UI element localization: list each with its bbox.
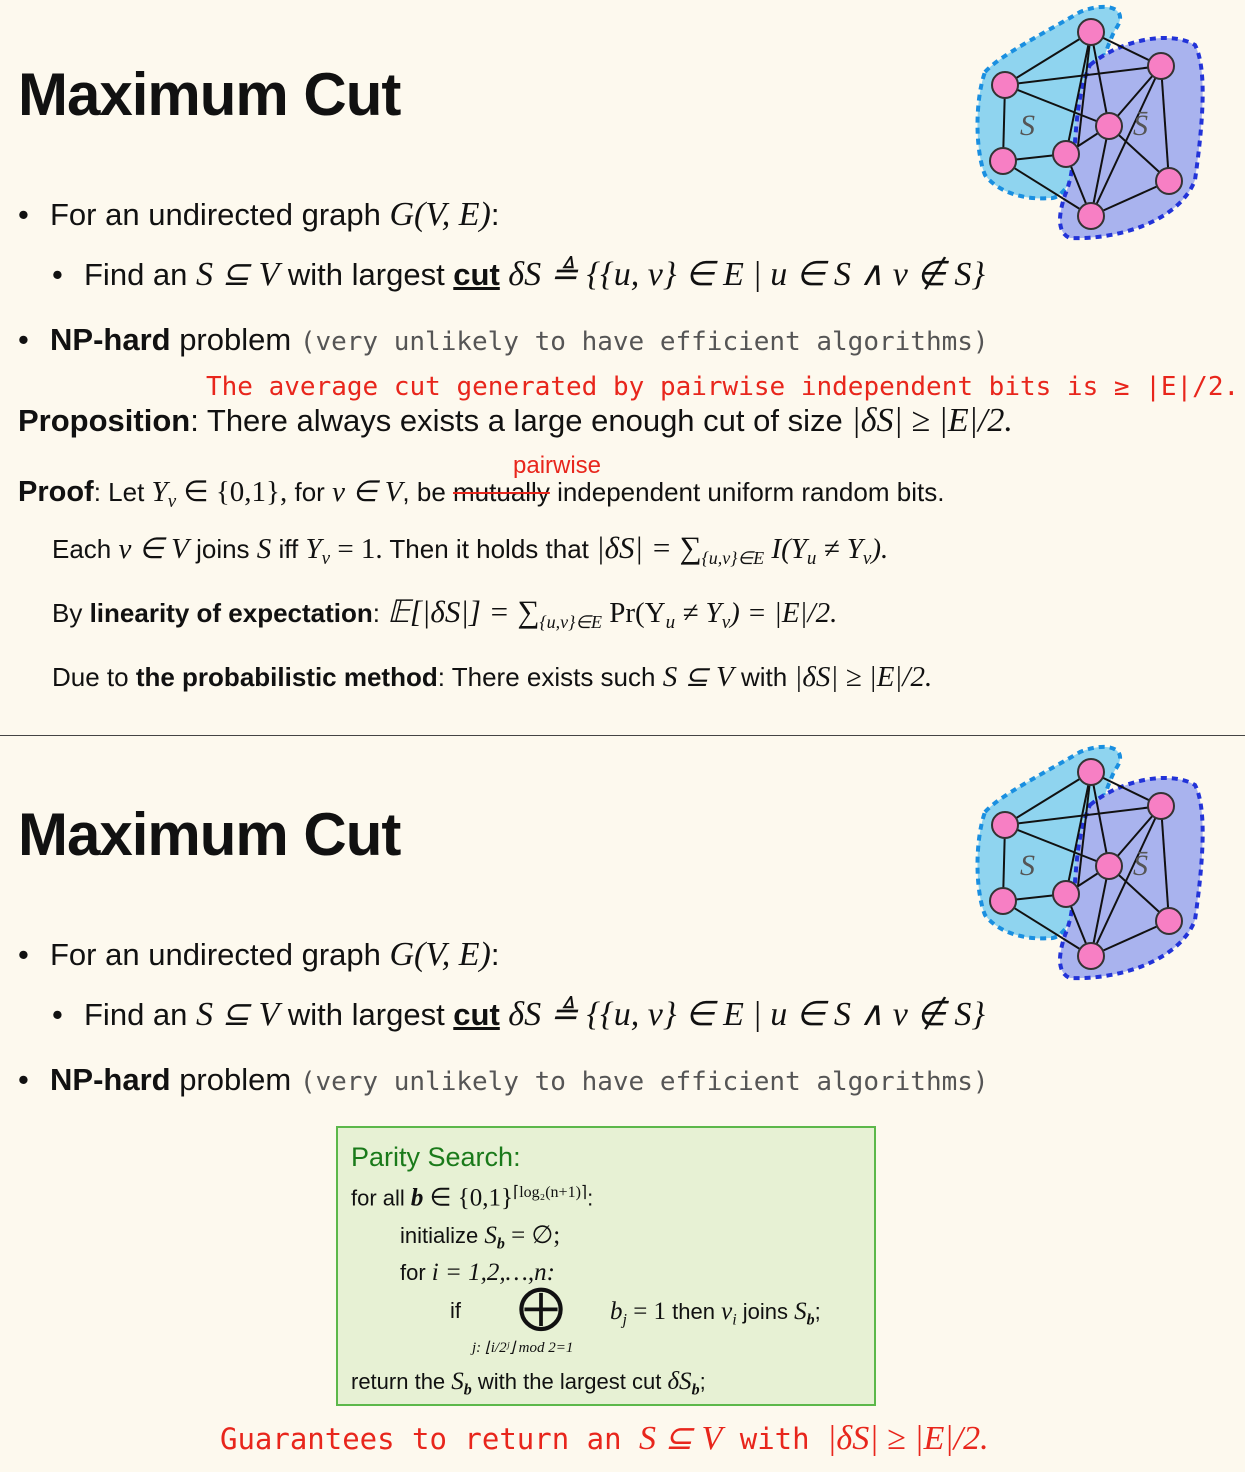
graph-node <box>1147 52 1175 80</box>
graph-illustration-1: S S̄ <box>975 4 1205 241</box>
slide2-title: Maximum Cut <box>18 801 401 868</box>
oplus-subscript: j: ⌊i/2ʲ⌋ mod 2=1 <box>472 1340 574 1356</box>
graph-label-s: S <box>1020 109 1035 142</box>
graph-node <box>1155 167 1183 195</box>
slide1-bullet-3: •NP-hard problem (very unlikely to have … <box>18 322 989 357</box>
graph-node <box>1077 18 1105 46</box>
graph-node <box>1077 758 1105 786</box>
slide1-title: Maximum Cut <box>18 61 401 128</box>
slide2-bullet-2: •Find an S ⊆ V with largest cut δS ≜ {{u… <box>52 996 986 1033</box>
graph-node <box>1095 852 1123 880</box>
proof-line-1: Proof: Let Yv ∈ {0,1}, for v ∈ V, be mut… <box>18 476 945 513</box>
slide2-bullet-3: •NP-hard problem (very unlikely to have … <box>18 1062 989 1097</box>
oplus-symbol: ⨁ <box>518 1281 564 1332</box>
algo-line-3: for i = 1,2,…,n: <box>400 1259 555 1286</box>
proof-line-3: By linearity of expectation: 𝔼[|δS|] = ∑… <box>52 594 838 634</box>
graph-node <box>1147 792 1175 820</box>
graph-node <box>991 811 1019 839</box>
guarantee-line: Guarantees to return an S ⊆ V with |δS| … <box>220 1420 989 1457</box>
graph-node <box>1052 140 1080 168</box>
graph-node <box>1155 907 1183 935</box>
algo-line-1: for all b ∈ {0,1}⌈log₂(n+1)⌉: <box>351 1184 594 1212</box>
red-annotation: The average cut generated by pairwise in… <box>206 372 1240 402</box>
algo-line-5: return the Sb with the largest cut δSb; <box>351 1368 706 1399</box>
graph-node <box>1077 942 1105 970</box>
slide2-bullet-1: •For an undirected graph G(V, E): <box>18 936 500 973</box>
proposition: Proposition: There always exists a large… <box>18 402 1013 439</box>
graph-label-s: S <box>1020 849 1035 882</box>
slide1-bullet-1: •For an undirected graph G(V, E): <box>18 196 500 233</box>
graph-node <box>1077 202 1105 230</box>
graph-node <box>1095 112 1123 140</box>
graph-label-sbar: S̄ <box>1133 849 1148 882</box>
parity-search-box: Parity Search: for all b ∈ {0,1}⌈log₂(n+… <box>336 1126 876 1406</box>
slide-separator <box>0 735 1245 736</box>
proof-line-4: Due to the probabilistic method: There e… <box>52 661 933 693</box>
graph-node <box>989 147 1017 175</box>
algo-title: Parity Search: <box>351 1142 521 1172</box>
algo-line-4-if: if <box>450 1298 461 1323</box>
inserted-word: pairwise <box>513 452 602 479</box>
slide1-bullet-2: •Find an S ⊆ V with largest cut δS ≜ {{u… <box>52 256 986 293</box>
graph-node <box>989 887 1017 915</box>
graph-node <box>1052 880 1080 908</box>
algo-line-4: bj = 1 then vi joins Sb; <box>610 1298 821 1329</box>
graph-illustration-2: S S̄ <box>975 744 1205 981</box>
graph-label-sbar: S̄ <box>1133 109 1148 142</box>
proof-line-2: Each v ∈ V joins S iff Yv = 1. Then it h… <box>52 530 889 570</box>
graph-node <box>991 71 1019 99</box>
algo-line-2: initialize Sb = ∅; <box>400 1222 561 1253</box>
